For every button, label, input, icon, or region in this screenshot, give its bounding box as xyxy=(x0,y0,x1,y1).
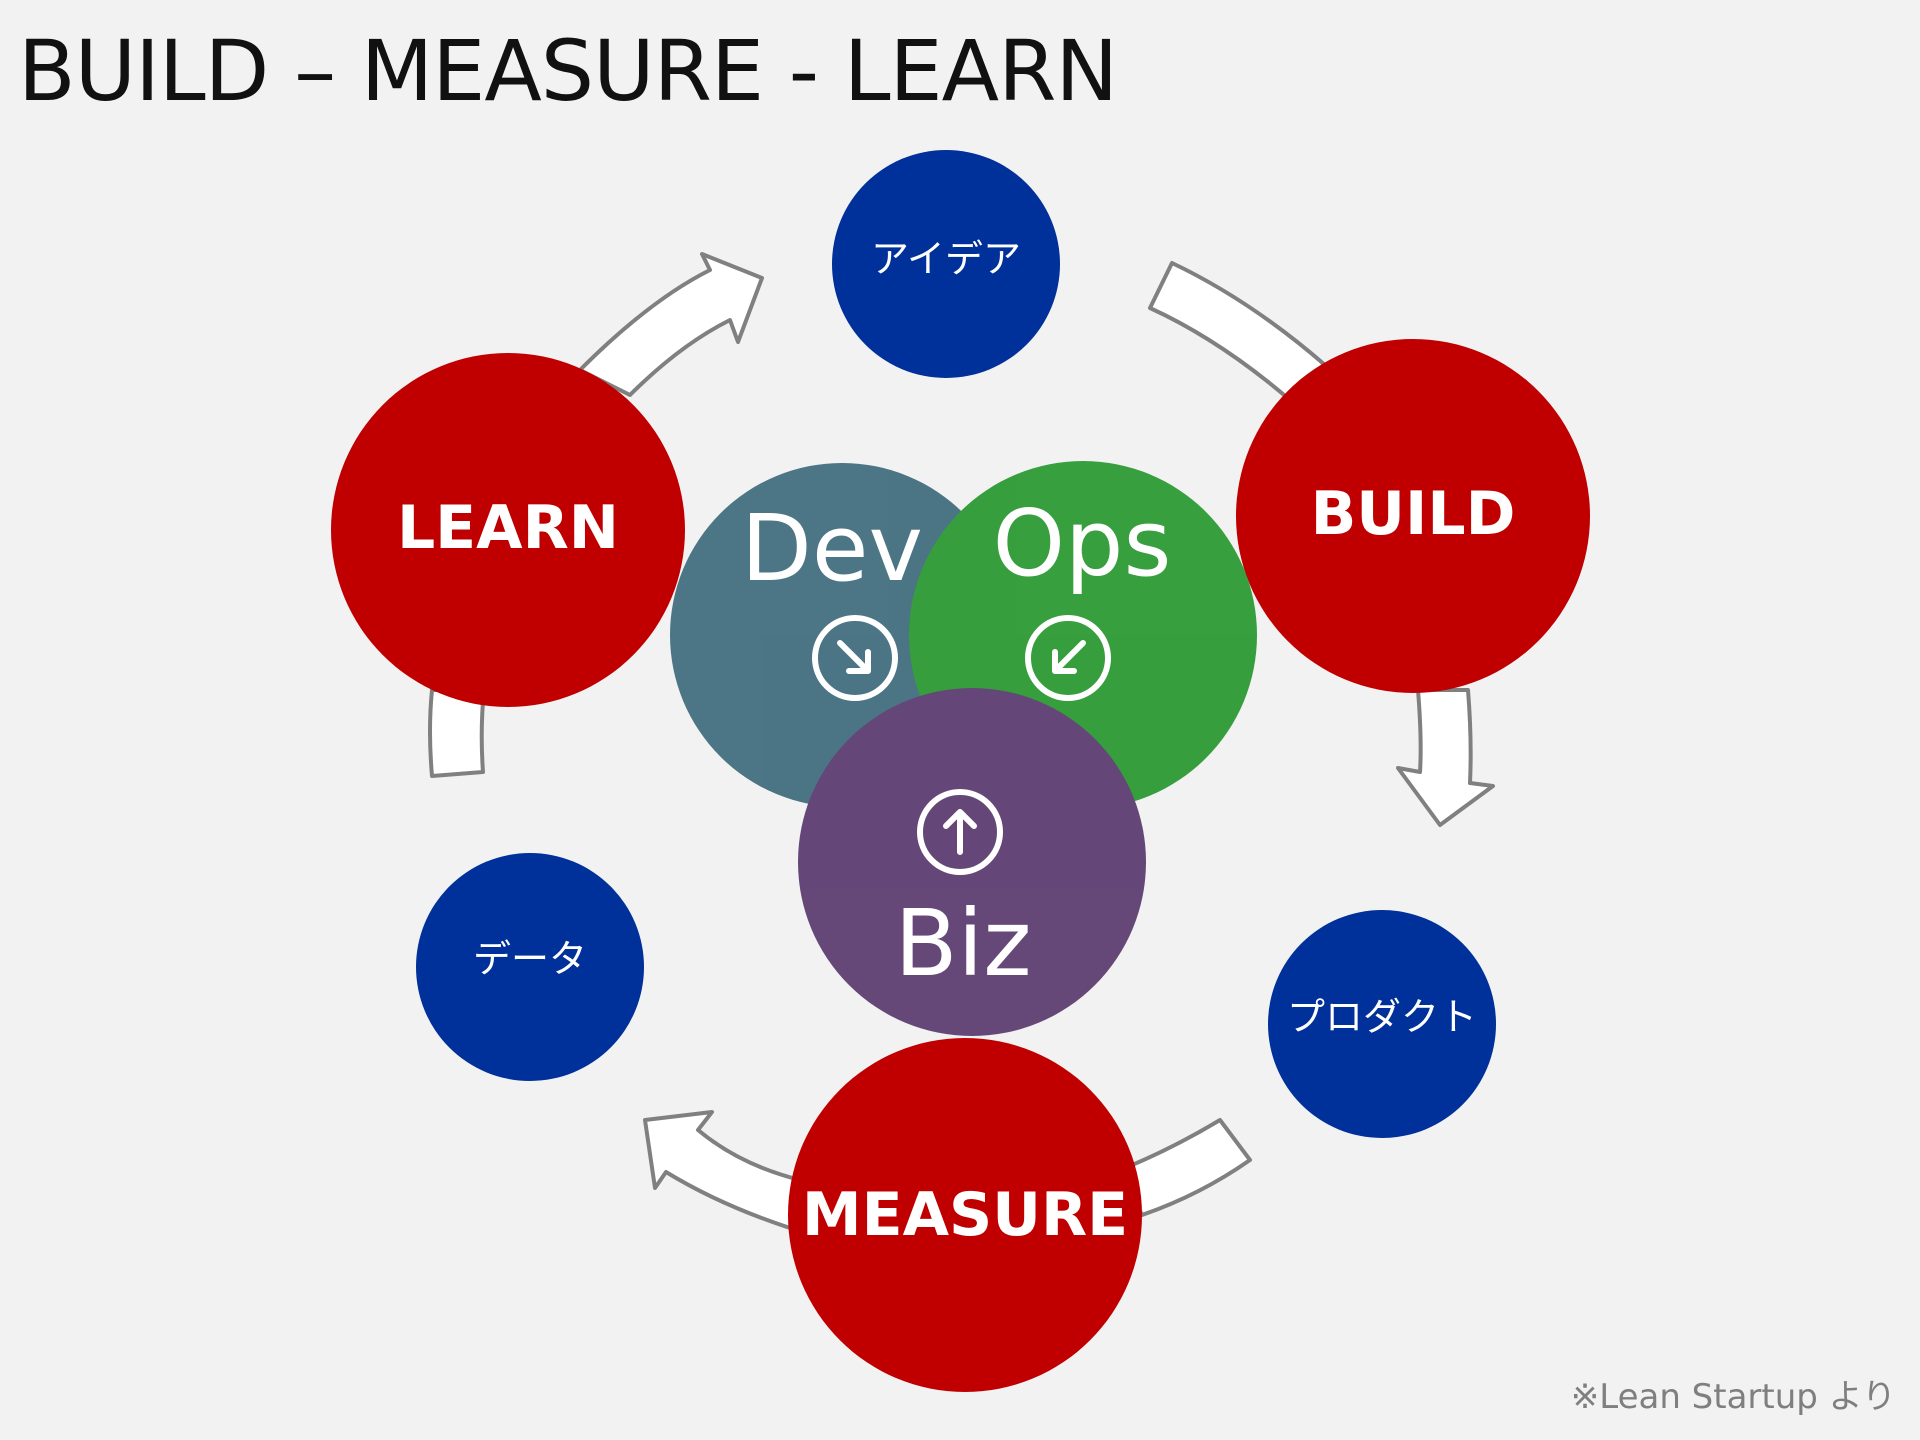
arrow-build-to-product xyxy=(1396,688,1495,827)
learn-circle xyxy=(331,353,685,707)
data-circle xyxy=(416,853,644,1081)
arrow-learn-to-idea xyxy=(578,252,764,397)
arrow-product-to-measure xyxy=(1118,1118,1252,1217)
arrow-measure-to-data xyxy=(643,1110,802,1230)
learn-label: LEARN xyxy=(397,493,619,563)
source-note: ※Lean Startup より xyxy=(1570,1377,1896,1417)
product-label: プロダクト xyxy=(1287,995,1477,1039)
idea-label: アイデア xyxy=(871,237,1021,281)
build-circle xyxy=(1236,339,1590,693)
build-label: BUILD xyxy=(1311,479,1516,549)
arrow-data-to-learn xyxy=(428,688,486,778)
data-label: データ xyxy=(473,937,587,981)
measure-label: MEASURE xyxy=(802,1180,1128,1250)
dev-label: Dev xyxy=(741,495,923,602)
ops-label: Ops xyxy=(993,490,1172,597)
idea-circle xyxy=(832,150,1060,378)
biz-circle xyxy=(798,688,1146,1036)
biz-label: Biz xyxy=(895,890,1032,997)
arrow-down-left-icon xyxy=(1025,615,1111,701)
arrow-down-right-icon xyxy=(812,615,898,701)
product-circle xyxy=(1268,910,1496,1138)
measure-circle xyxy=(788,1038,1142,1392)
arrow-up-icon xyxy=(917,789,1003,875)
slide-title: BUILD – MEASURE - LEARN xyxy=(18,22,1118,120)
arrow-idea-to-build xyxy=(1148,261,1327,402)
